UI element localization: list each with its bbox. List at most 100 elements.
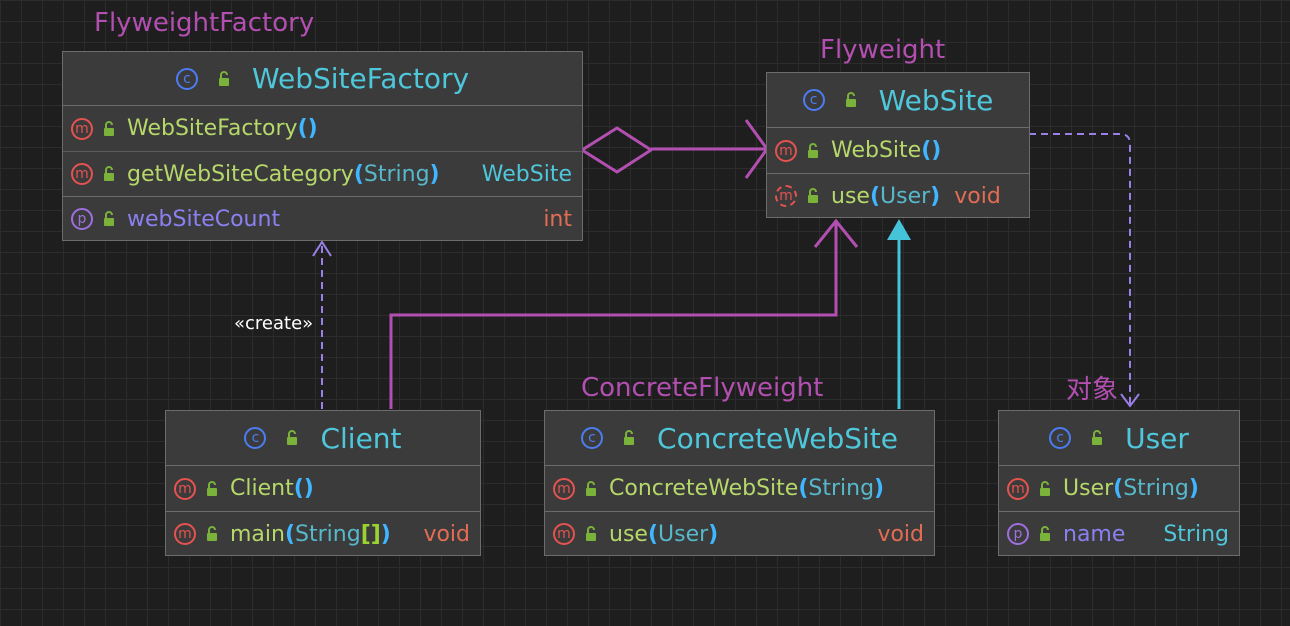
field-name: name <box>1063 521 1126 547</box>
open-paren: ( <box>921 138 932 163</box>
class-c-icon: c <box>244 427 267 449</box>
array-brackets: [] <box>360 521 381 547</box>
public-lock-icon <box>1092 430 1103 445</box>
class-name: Client <box>320 421 402 455</box>
member-row[interactable]: m WebSiteFactory() <box>63 106 582 151</box>
method-m-icon: m <box>553 477 575 500</box>
generalization-arrowhead <box>887 219 911 240</box>
aggregation-diamond <box>580 126 653 174</box>
member-row[interactable]: m User(String) <box>999 466 1239 511</box>
class-website[interactable]: c WebSite m WebSite() m use(User) void <box>766 72 1030 218</box>
method-name: main <box>230 521 285 547</box>
public-lock-icon <box>1040 526 1050 541</box>
close-paren: ) <box>303 476 314 501</box>
class-c-icon: c <box>175 67 198 90</box>
open-paren: ( <box>1113 476 1124 501</box>
return-type: void <box>954 183 1001 209</box>
public-lock-icon <box>586 526 596 541</box>
class-concretewebsite[interactable]: c ConcreteWebSite m ConcreteWebSite(Stri… <box>544 410 935 556</box>
method-m-icon: m <box>1007 477 1029 500</box>
pattern-label-concrete: ConcreteFlyweight <box>581 373 824 403</box>
member-row[interactable]: m use(User) void <box>545 511 934 556</box>
public-lock-icon <box>1040 480 1050 496</box>
close-paren: ) <box>874 476 885 501</box>
field-type: int <box>543 206 572 232</box>
class-name: User <box>1125 421 1189 455</box>
public-lock-icon <box>808 142 818 158</box>
member-row[interactable]: m ConcreteWebSite(String) <box>545 466 934 511</box>
param-type: User <box>880 183 931 209</box>
method-m-icon: m <box>174 477 196 500</box>
class-client[interactable]: c Client m Client() m main(String[]) voi… <box>165 410 481 556</box>
close-paren: ) <box>1188 476 1199 501</box>
method-m-icon: m <box>553 523 575 545</box>
return-type: WebSite <box>481 161 572 187</box>
method-name: Client <box>230 476 294 501</box>
param-type: String <box>363 161 430 187</box>
client-uses-website-link <box>389 218 859 409</box>
create-stereotype-label: «create» <box>234 313 314 334</box>
param-type: User <box>658 521 709 547</box>
open-paren: ( <box>297 116 308 141</box>
return-type: void <box>877 521 924 547</box>
aggregation-link <box>580 119 769 179</box>
class-header: c ConcreteWebSite <box>545 411 934 466</box>
dependency-arrowhead <box>1120 393 1140 408</box>
member-row[interactable]: p name String <box>999 511 1239 556</box>
class-websitefactory[interactable]: c WebSiteFactory m WebSiteFactory() m ge… <box>62 51 583 241</box>
property-p-icon: p <box>71 208 93 230</box>
open-paren: ( <box>284 521 296 547</box>
method-name: use <box>831 183 870 209</box>
method-m-icon: m <box>71 163 93 185</box>
pattern-label-object: 对象 <box>1066 375 1119 405</box>
pattern-label-flyweight: Flyweight <box>820 35 946 65</box>
open-paren: ( <box>293 476 304 501</box>
class-c-icon: c <box>1049 427 1072 449</box>
open-paren: ( <box>647 521 659 547</box>
method-name: WebSiteFactory <box>127 116 298 141</box>
public-lock-icon <box>808 188 818 203</box>
close-paren: ) <box>931 138 942 163</box>
public-lock-icon <box>207 480 217 496</box>
class-header: c Client <box>166 411 480 466</box>
method-name: WebSite <box>831 138 922 163</box>
public-lock-icon <box>845 92 856 107</box>
close-paren: ) <box>708 521 719 547</box>
public-lock-icon <box>104 120 114 136</box>
param-type: String <box>295 521 361 547</box>
member-row[interactable]: m getWebSiteCategory(String) WebSite <box>63 151 582 196</box>
dependency-arrowhead <box>312 240 332 257</box>
param-type: String <box>1123 476 1189 501</box>
close-paren: ) <box>380 521 391 547</box>
member-row[interactable]: m Client() <box>166 466 480 511</box>
public-lock-icon <box>218 70 229 86</box>
generalization-link <box>887 219 911 409</box>
class-name: WebSiteFactory <box>251 62 470 95</box>
public-lock-icon <box>287 430 298 445</box>
user-dependency-link <box>1029 133 1140 408</box>
public-lock-icon <box>586 480 596 496</box>
field-type: String <box>1163 521 1229 547</box>
close-paren: ) <box>429 161 440 187</box>
open-paren: ( <box>353 161 364 187</box>
open-paren: ( <box>798 476 809 501</box>
property-p-icon: p <box>1007 523 1029 545</box>
method-name: use <box>609 521 648 547</box>
method-m-icon: m <box>174 523 196 545</box>
method-m-icon: m <box>775 139 797 162</box>
class-name: ConcreteWebSite <box>657 421 898 455</box>
member-row[interactable]: m main(String[]) void <box>166 511 480 556</box>
member-row[interactable]: p webSiteCount int <box>63 196 582 241</box>
association-arrowhead <box>813 218 859 248</box>
class-user[interactable]: c User m User(String) p name String <box>998 410 1240 556</box>
create-dependency-link <box>312 240 332 409</box>
member-row[interactable]: m use(User) void <box>767 173 1029 218</box>
param-type: String <box>808 476 875 501</box>
field-name: webSiteCount <box>127 206 281 232</box>
abstract-method-icon: m <box>775 185 797 207</box>
public-lock-icon <box>104 166 114 181</box>
public-lock-icon <box>104 211 114 226</box>
close-paren: ) <box>307 116 318 141</box>
public-lock-icon <box>624 430 635 445</box>
member-row[interactable]: m WebSite() <box>767 128 1029 173</box>
